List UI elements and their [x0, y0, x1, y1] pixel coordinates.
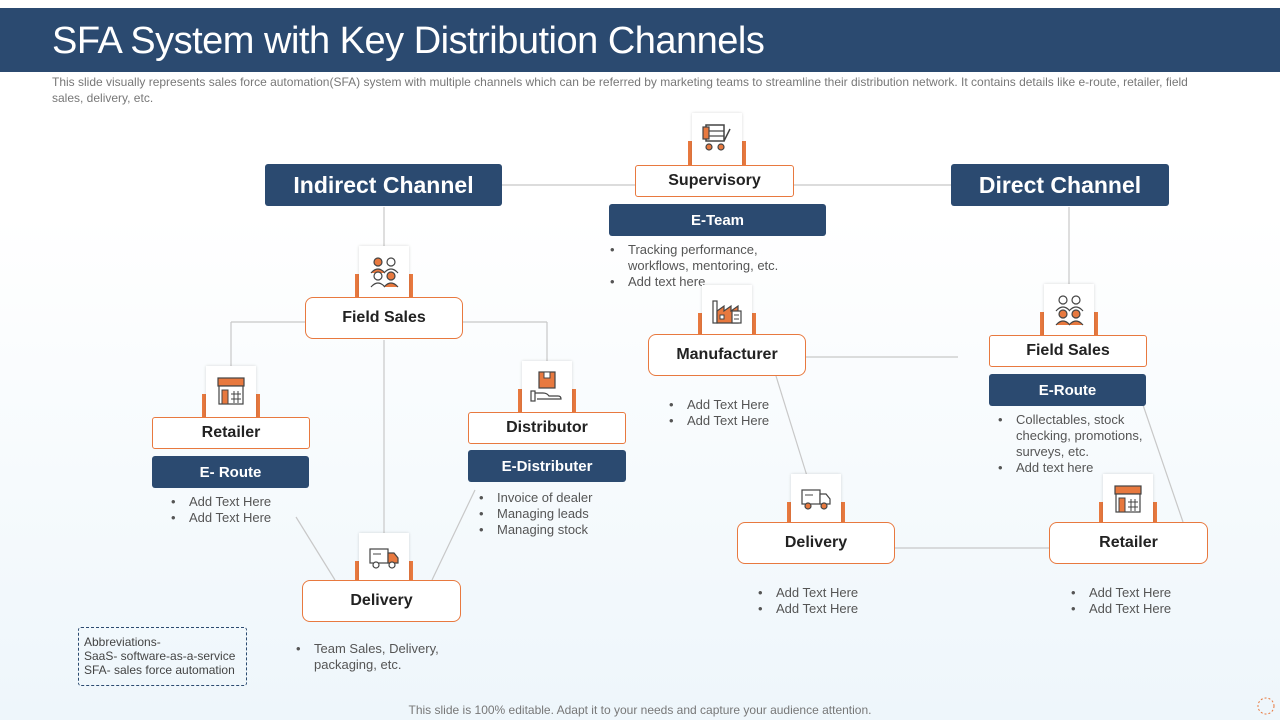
factory-icon — [712, 300, 742, 324]
direct-retailer-bullets: Add Text Here Add Text Here — [1071, 585, 1201, 617]
title-bar: SFA System with Key Distribution Channel… — [0, 8, 1280, 72]
indirect-retailer-node: Retailer — [152, 417, 310, 449]
manufacturer-bullets: Add Text Here Add Text Here — [669, 397, 799, 429]
direct-field-sales-node: Field Sales — [989, 335, 1147, 367]
bullet-item: Add Text Here — [171, 494, 301, 510]
team-people-icon — [370, 257, 399, 288]
delivery-truck-icon — [369, 548, 399, 569]
delivery-truck-icon — [801, 489, 831, 510]
bullet-item: Add Text Here — [1071, 601, 1201, 617]
abbreviations-box: Abbreviations- SaaS- software-as-a-servi… — [78, 627, 247, 686]
supervisory-icon-box — [688, 113, 746, 171]
indirect-channel-header: Indirect Channel — [265, 164, 502, 206]
abbreviation-sfa: SFA- sales force automation — [84, 663, 235, 677]
delivery-cart-icon — [702, 124, 731, 151]
team-people-icon — [1055, 295, 1084, 326]
indirect-field-sales-node: Field Sales — [305, 297, 463, 339]
indirect-field-sales-icon-box — [355, 246, 413, 304]
e-team-bullets: Tracking performance, workflows, mentori… — [610, 242, 800, 290]
supervisory-node: Supervisory — [635, 165, 794, 197]
bullet-item: Add text here — [998, 460, 1158, 476]
bullet-item: Managing leads — [479, 506, 629, 522]
indirect-e-route-bullets: Add Text Here Add Text Here — [171, 494, 301, 526]
footer-note: This slide is 100% editable. Adapt it to… — [408, 703, 872, 717]
distributor-node: Distributor — [468, 412, 626, 444]
indirect-delivery-bullets: Team Sales, Delivery, packaging, etc. — [296, 641, 456, 673]
direct-e-route-bullets: Collectables, stock checking, promotions… — [998, 412, 1158, 476]
indirect-e-route-tag: E- Route — [152, 456, 309, 488]
bullet-item: Add Text Here — [669, 413, 799, 429]
bullet-item: Managing stock — [479, 522, 629, 538]
direct-channel-header: Direct Channel — [951, 164, 1169, 206]
indirect-retailer-icon-box — [202, 366, 260, 424]
direct-e-route-tag: E-Route — [989, 374, 1146, 406]
bullet-item: Team Sales, Delivery, packaging, etc. — [296, 641, 456, 673]
manufacturer-node: Manufacturer — [648, 334, 806, 376]
direct-delivery-node: Delivery — [737, 522, 895, 564]
storefront-icon — [217, 377, 245, 405]
indirect-delivery-node: Delivery — [302, 580, 461, 622]
bullet-item: Add Text Here — [758, 585, 888, 601]
bullet-item: Add Text Here — [669, 397, 799, 413]
gear-icon — [1257, 697, 1275, 715]
bullet-item: Add text here — [610, 274, 800, 290]
page-description: This slide visually represents sales for… — [52, 75, 1188, 105]
direct-field-sales-icon-box — [1040, 284, 1098, 342]
e-distributer-tag: E-Distributer — [468, 450, 626, 482]
bullet-item: Tracking performance, workflows, mentori… — [610, 242, 800, 274]
abbreviations-heading: Abbreviations- — [84, 635, 161, 649]
e-distributer-bullets: Invoice of dealer Managing leads Managin… — [479, 490, 629, 538]
direct-delivery-bullets: Add Text Here Add Text Here — [758, 585, 888, 617]
bullet-item: Add Text Here — [1071, 585, 1201, 601]
bullet-item: Invoice of dealer — [479, 490, 629, 506]
package-hand-icon — [530, 371, 562, 402]
direct-retailer-node: Retailer — [1049, 522, 1208, 564]
bullet-item: Add Text Here — [758, 601, 888, 617]
bullet-item: Collectables, stock checking, promotions… — [998, 412, 1158, 460]
bullet-item: Add Text Here — [171, 510, 301, 526]
abbreviation-saas: SaaS- software-as-a-service — [84, 649, 236, 663]
distributor-icon-box — [518, 361, 576, 419]
page-title: SFA System with Key Distribution Channel… — [52, 20, 765, 62]
storefront-icon — [1114, 485, 1142, 513]
e-team-tag: E-Team — [609, 204, 826, 236]
